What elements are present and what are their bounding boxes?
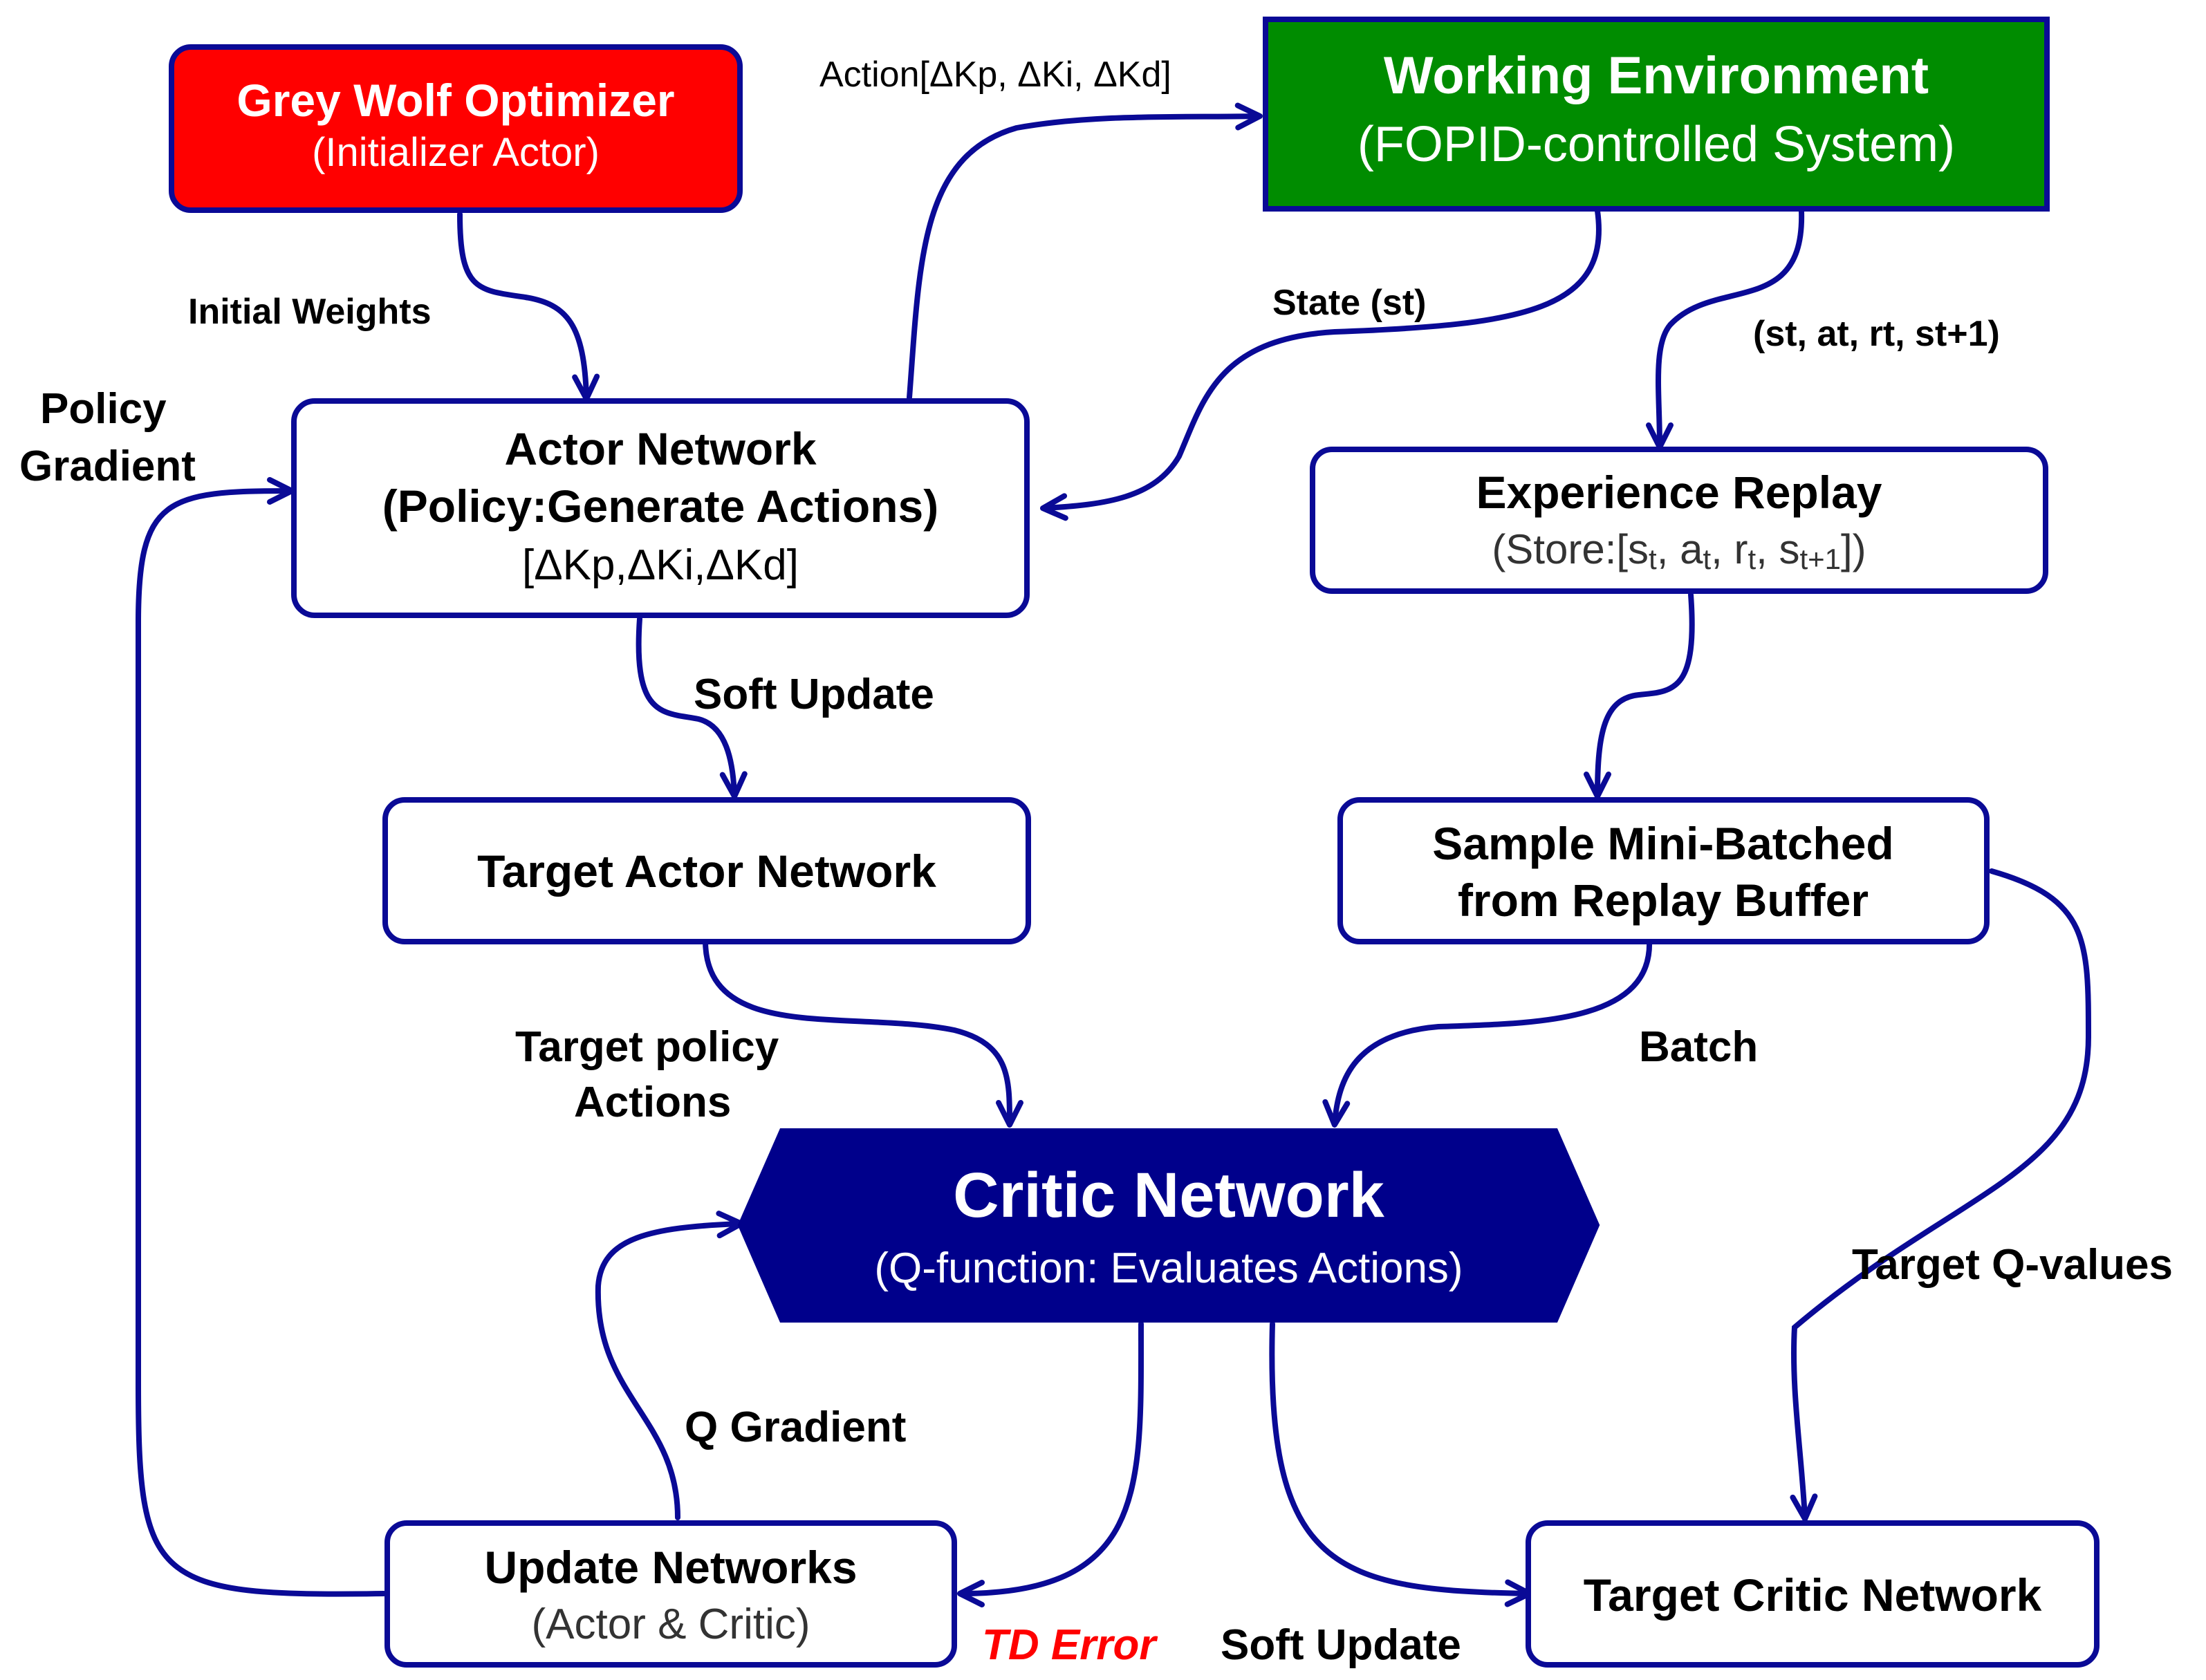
update-title: Update Networks: [484, 1542, 857, 1593]
edge-soft-update-actor: [636, 616, 748, 799]
node-target-actor-network: Target Actor Network: [382, 797, 1031, 944]
sample-line-1: Sample Mini-Batched: [1432, 818, 1893, 869]
edge-td-error: [957, 1321, 1144, 1607]
env-subtitle: (FOPID-controlled System): [1357, 117, 1955, 172]
label-transition: (st, at, rt, st+1): [1753, 314, 2000, 354]
gwo-subtitle: (Initializer Actor): [312, 130, 600, 175]
sample-line-2: from Replay Buffer: [1458, 875, 1869, 926]
replay-title: Experience Replay: [1476, 467, 1882, 518]
label-batch: Batch: [1639, 1023, 1758, 1071]
target-critic-title: Target Critic Network: [1584, 1569, 2042, 1621]
node-critic-network: Critic Network (Q-function: Evaluates Ac…: [737, 1128, 1600, 1323]
replay-subtitle: (Store:[st, at, rt, st+1]): [1492, 526, 1866, 575]
label-soft-update-critic: Soft Update: [1221, 1621, 1461, 1669]
label-policy-gradient-line2: Gradient: [19, 442, 196, 490]
label-q-gradient: Q Gradient: [685, 1403, 906, 1451]
edge-policy-gradient: [136, 477, 387, 1597]
edge-state: [1040, 208, 1602, 521]
env-title: Working Environment: [1384, 46, 1929, 105]
edge-batch: [1322, 937, 1653, 1128]
edge-replay-to-sample: [1584, 592, 1695, 799]
node-working-environment: Working Environment (FOPID-controlled Sy…: [1263, 17, 2050, 212]
node-sample-mini-batch: Sample Mini-Batched from Replay Buffer: [1337, 797, 1990, 944]
label-initial-weights: Initial Weights: [188, 292, 432, 332]
edge-q-gradient: [595, 1211, 744, 1520]
edge-initial-weights: [457, 212, 600, 402]
actor-gains-line: [ΔKp,ΔKi,ΔKd]: [522, 541, 799, 589]
label-td-error: TD Error: [982, 1621, 1158, 1669]
update-subtitle: (Actor & Critic): [532, 1600, 810, 1648]
target-actor-title: Target Actor Network: [477, 846, 936, 897]
node-grey-wolf-optimizer: Grey Wolf Optimizer (Initializer Actor): [169, 44, 743, 213]
label-policy-gradient-line1: Policy: [40, 385, 167, 433]
actor-policy-line: (Policy:Generate Actions): [382, 480, 938, 532]
label-soft-update-actor: Soft Update: [694, 671, 934, 718]
label-target-policy-line2: Actions: [574, 1079, 731, 1126]
node-experience-replay: Experience Replay (Store:[st, at, rt, st…: [1310, 447, 2048, 594]
critic-title: Critic Network: [953, 1160, 1385, 1231]
actor-title: Actor Network: [504, 423, 816, 474]
edge-target-q: [1790, 868, 2092, 1522]
edge-action: [907, 102, 1263, 400]
connectors: [136, 102, 2092, 1607]
critic-subtitle: (Q-function: Evaluates Actions): [874, 1244, 1463, 1292]
node-target-critic-network: Target Critic Network: [1526, 1520, 2100, 1668]
node-update-networks: Update Networks (Actor & Critic): [384, 1520, 957, 1668]
edge-transition: [1645, 208, 1805, 450]
label-target-q: Target Q-values: [1852, 1241, 2173, 1289]
label-action: Action[ΔKp, ΔKi, ΔKd]: [819, 55, 1171, 95]
edge-target-policy: [703, 937, 1023, 1128]
gwo-title: Grey Wolf Optimizer: [237, 75, 674, 126]
label-state: State (st): [1272, 283, 1426, 323]
label-target-policy-line1: Target policy: [515, 1023, 779, 1071]
edge-soft-update-critic: [1269, 1321, 1532, 1607]
node-actor-network: Actor Network (Policy:Generate Actions) …: [291, 398, 1030, 618]
